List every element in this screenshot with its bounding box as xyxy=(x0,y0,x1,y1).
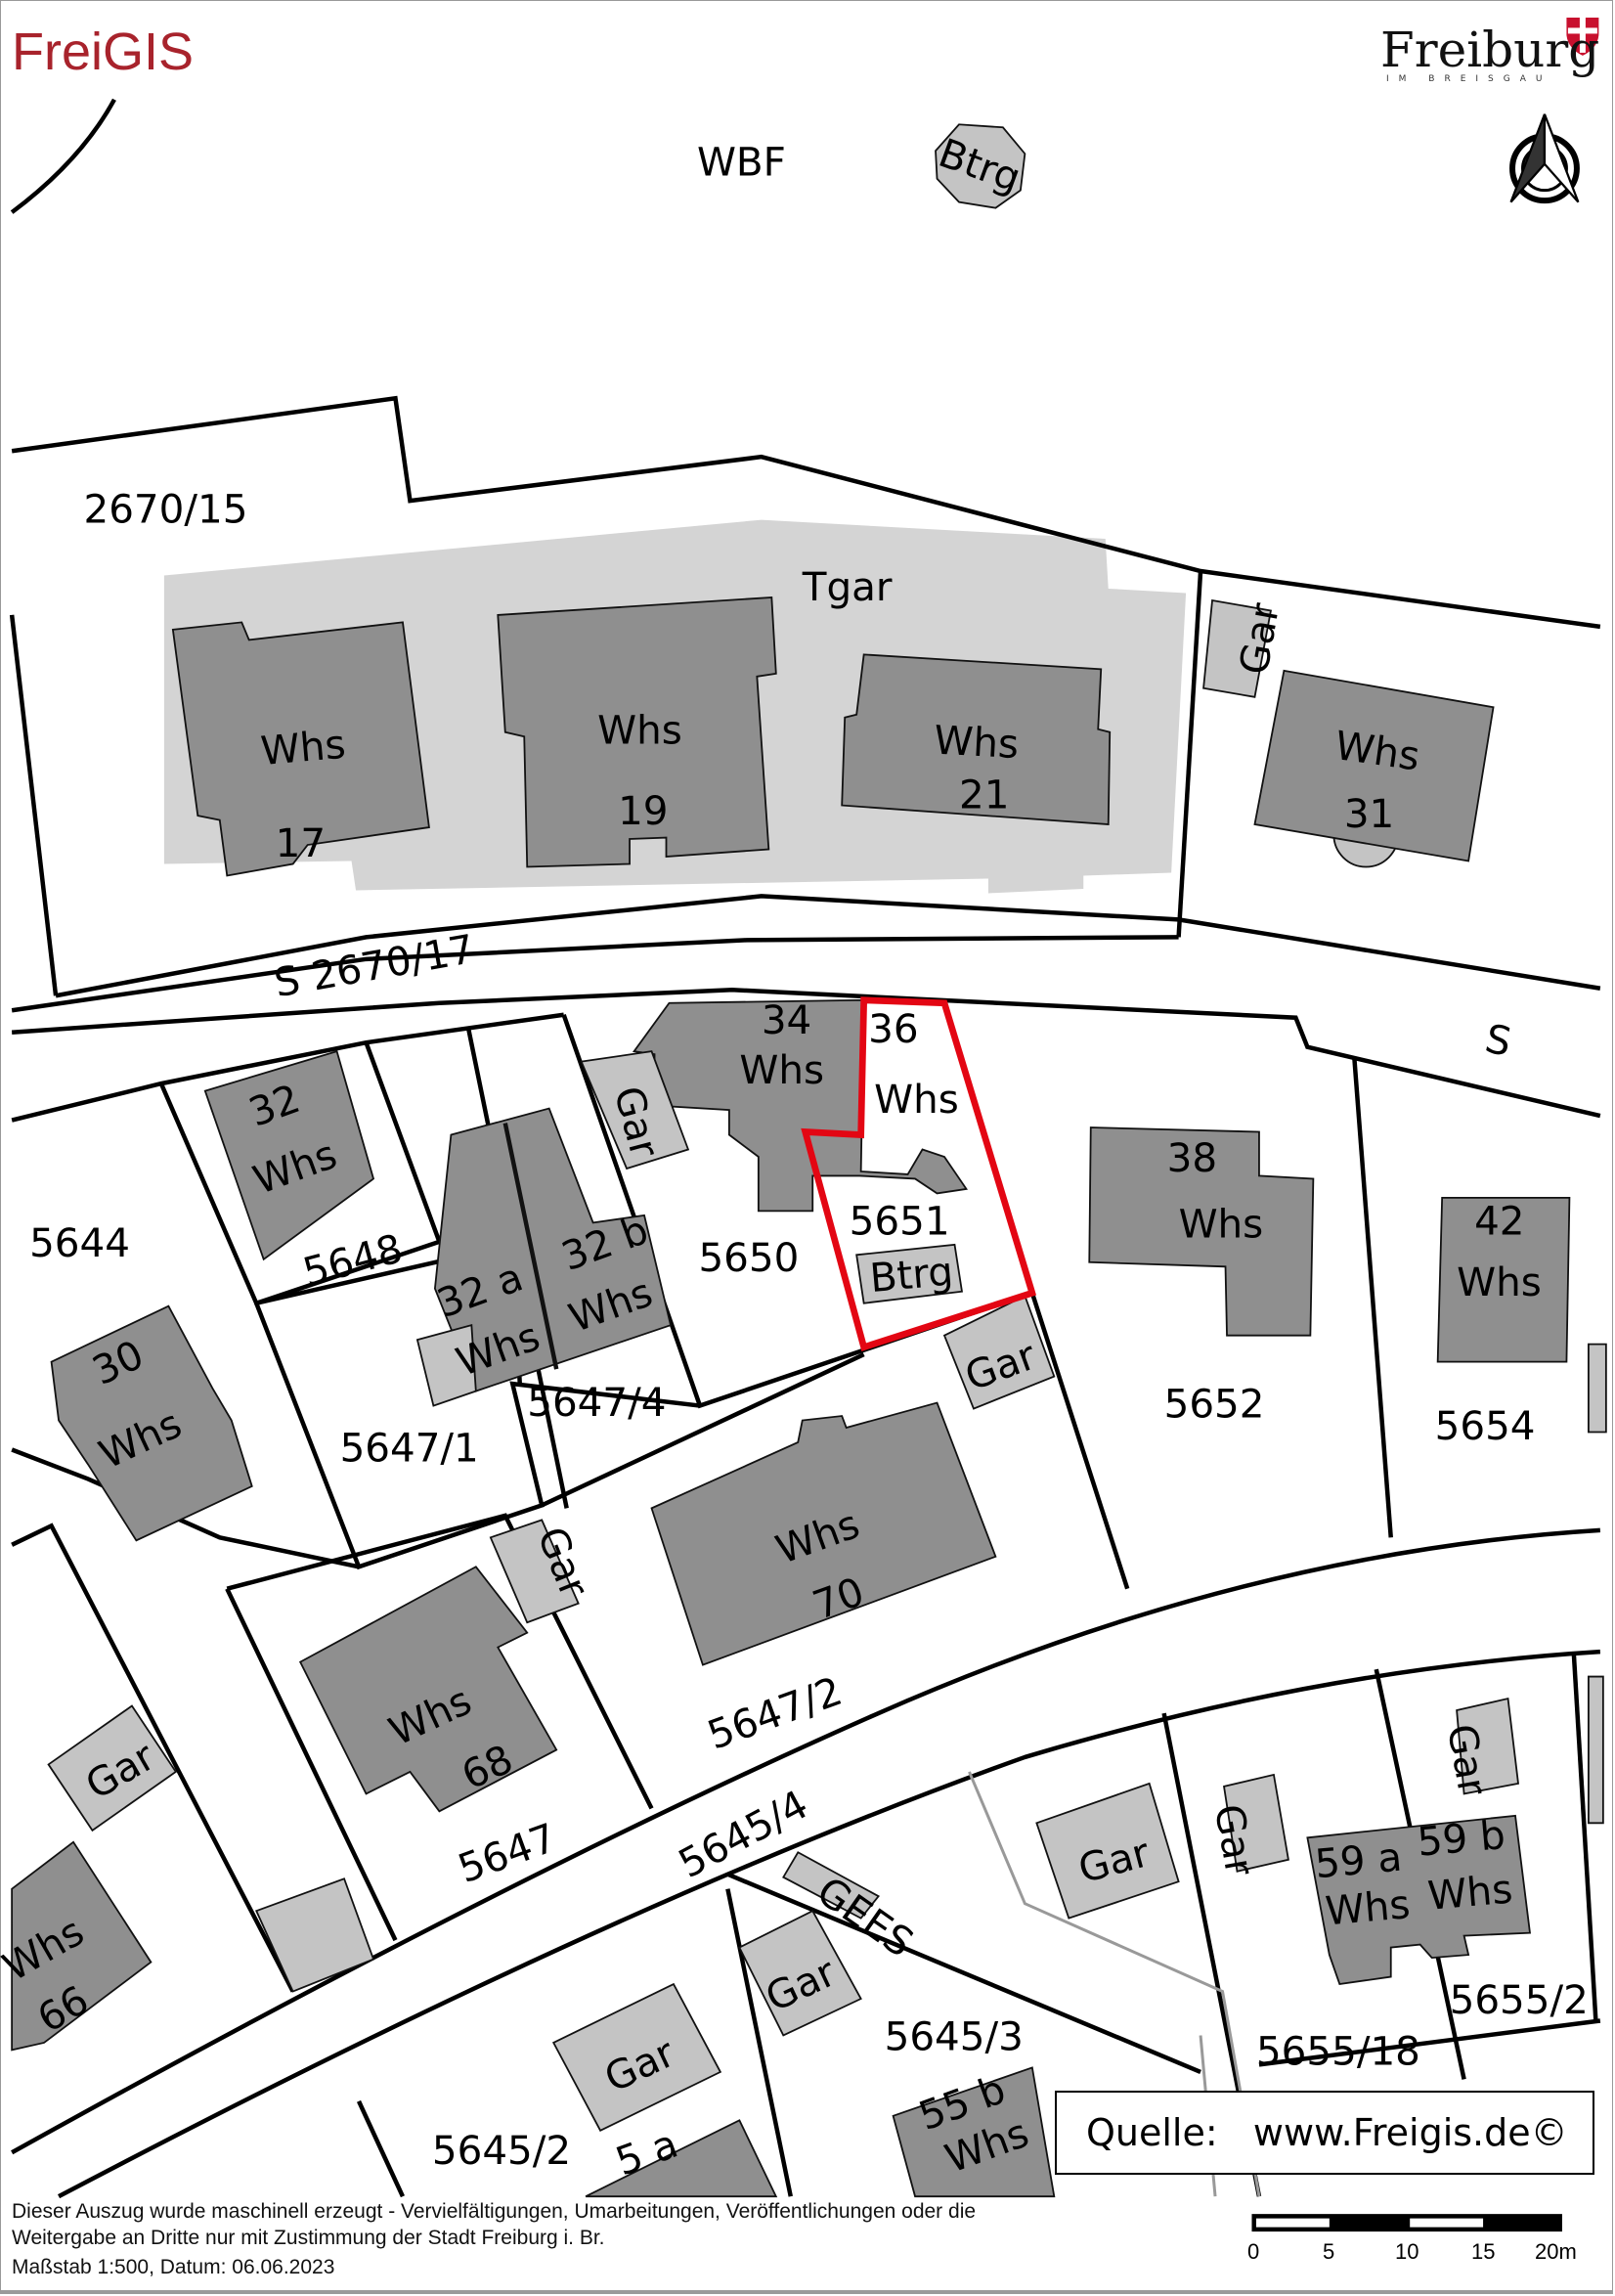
label: Whs xyxy=(1179,1200,1264,1247)
parcel-number-selected: 5651 xyxy=(850,1197,950,1244)
label: Btrg xyxy=(868,1248,955,1302)
house-number: 42 xyxy=(1474,1197,1524,1244)
label: Whs xyxy=(739,1046,824,1093)
label: Whs xyxy=(1426,1865,1515,1919)
scale-label: 20m xyxy=(1535,2239,1577,2264)
label: Tgar xyxy=(802,563,893,610)
house-number: 17 xyxy=(276,819,326,866)
freiburg-coat-of-arms-icon xyxy=(1566,17,1599,56)
parcel-number: 5645/3 xyxy=(885,2012,1024,2059)
scale-info: Maßstab 1:500, Datum: 06.06.2023 xyxy=(12,2256,335,2278)
parcel-line xyxy=(10,98,116,214)
scale-label: 10 xyxy=(1395,2239,1419,2264)
btrg-octagon xyxy=(935,123,1026,209)
scale-bar xyxy=(1251,2214,1562,2232)
parcel-number: 5647/1 xyxy=(340,1424,479,1471)
selected-parcel-5651[interactable] xyxy=(801,996,1037,1351)
parcel-number: 5650 xyxy=(698,1234,799,1281)
parcel-number: 5647 xyxy=(452,1814,562,1892)
parcel-number: 2670/15 xyxy=(84,486,248,533)
house-number: 36 xyxy=(868,1005,918,1052)
parcel-number: 5648 xyxy=(298,1224,408,1296)
label: Whs xyxy=(874,1076,959,1123)
freiburg-logo-subtext: IM BREISGAU xyxy=(1386,74,1552,84)
scale-label: 15 xyxy=(1471,2239,1496,2264)
label: Whs xyxy=(1324,1880,1413,1934)
app-title: FreiGIS xyxy=(12,22,195,81)
label: Whs xyxy=(1332,722,1422,780)
parcel-number: 5644 xyxy=(29,1219,130,1266)
scale-label: 5 xyxy=(1323,2239,1335,2264)
label: Whs xyxy=(933,717,1020,768)
parcel-number: 5655/2 xyxy=(1450,1976,1589,2023)
house-number: 59 b xyxy=(1416,1811,1507,1866)
disclaimer-line-2: Weitergabe an Dritte nur mit Zustimmung … xyxy=(12,2227,605,2249)
label: Whs xyxy=(1457,1258,1542,1305)
disclaimer: Dieser Auszug wurde maschinell erzeugt -… xyxy=(12,2198,1087,2280)
house-number: 21 xyxy=(959,772,1009,818)
street-label: S xyxy=(1481,1015,1515,1066)
source-value: www.Freigis.de© xyxy=(1252,2111,1568,2154)
freiburg-logo: Freiburg xyxy=(1380,22,1600,78)
north-arrow-icon xyxy=(1509,113,1580,204)
source-box: Quelle: www.Freigis.de© xyxy=(1055,2091,1594,2175)
label-wbf: WBF xyxy=(697,139,786,186)
parcel-number: 5652 xyxy=(1164,1381,1265,1428)
scale-bar-labels: 0 5 10 15 20m xyxy=(1240,2239,1592,2269)
buildings xyxy=(11,123,1607,2198)
scale-label: 0 xyxy=(1247,2239,1260,2264)
parcel-number: 5647/2 xyxy=(701,1667,848,1759)
source-label: Quelle: xyxy=(1086,2111,1218,2154)
house-number: 34 xyxy=(762,996,811,1043)
parcel-number: 5647/4 xyxy=(527,1379,666,1426)
parcel-number: 5654 xyxy=(1435,1402,1536,1449)
disclaimer-line-1: Dieser Auszug wurde maschinell erzeugt -… xyxy=(12,2200,977,2223)
parcel-number: 5645/2 xyxy=(432,2127,571,2174)
house-number: 31 xyxy=(1344,790,1394,837)
parcel-number: 5655/18 xyxy=(1256,2027,1420,2074)
house-number: 59 a xyxy=(1313,1833,1404,1888)
label: Whs xyxy=(259,721,348,774)
label: Whs xyxy=(597,707,682,754)
house-number: 19 xyxy=(618,787,668,834)
house-number: 38 xyxy=(1167,1134,1217,1181)
